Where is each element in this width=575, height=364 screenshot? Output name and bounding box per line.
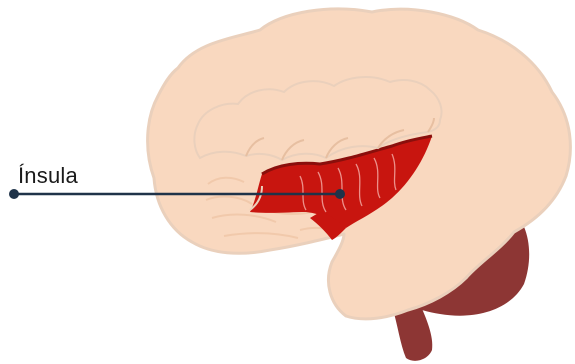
pointer-dot-right (335, 189, 345, 199)
insula-label: Ínsula (18, 163, 78, 189)
pointer-dot-left (9, 189, 19, 199)
